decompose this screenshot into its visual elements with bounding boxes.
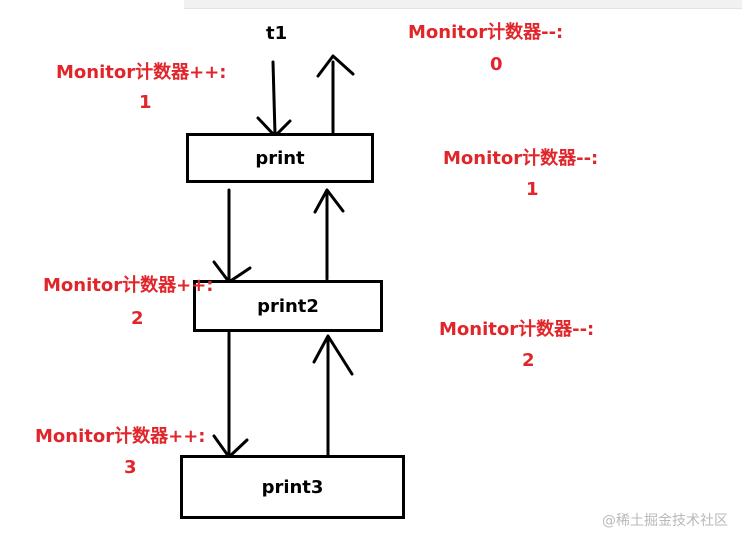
increment-label-2: Monitor计数器++: xyxy=(43,275,214,296)
thread-label: t1 xyxy=(266,23,288,44)
box-print3: print3 xyxy=(180,455,405,519)
box-print-label: print xyxy=(255,147,305,169)
increment-value-3: 3 xyxy=(124,457,137,478)
increment-label-1: Monitor计数器++: xyxy=(56,62,227,83)
box-print2: print2 xyxy=(193,280,383,332)
arrowhead-up-print3-to-print2 xyxy=(312,334,354,376)
decrement-label-1: Monitor计数器--: xyxy=(408,22,564,43)
decrement-value-1: 0 xyxy=(490,54,503,75)
arrow-down-into-print xyxy=(271,60,277,136)
decrement-label-2: Monitor计数器--: xyxy=(443,148,599,169)
arrowhead-up-out-of-print xyxy=(316,54,355,78)
box-print: print xyxy=(186,133,374,183)
box-print3-label: print3 xyxy=(261,476,324,498)
decrement-value-3: 2 xyxy=(522,350,535,371)
increment-value-2: 2 xyxy=(131,308,144,329)
decrement-label-3: Monitor计数器--: xyxy=(439,319,595,340)
watermark: @稀土掘金技术社区 xyxy=(602,513,728,529)
increment-label-3: Monitor计数器++: xyxy=(35,426,206,447)
decrement-value-2: 1 xyxy=(526,179,539,200)
arrowhead-down-print-to-print2 xyxy=(212,260,252,284)
arrowhead-up-print2-to-print xyxy=(313,188,345,214)
increment-value-1: 1 xyxy=(139,92,152,113)
top-window-strip xyxy=(184,0,742,9)
box-print2-label: print2 xyxy=(257,295,319,317)
